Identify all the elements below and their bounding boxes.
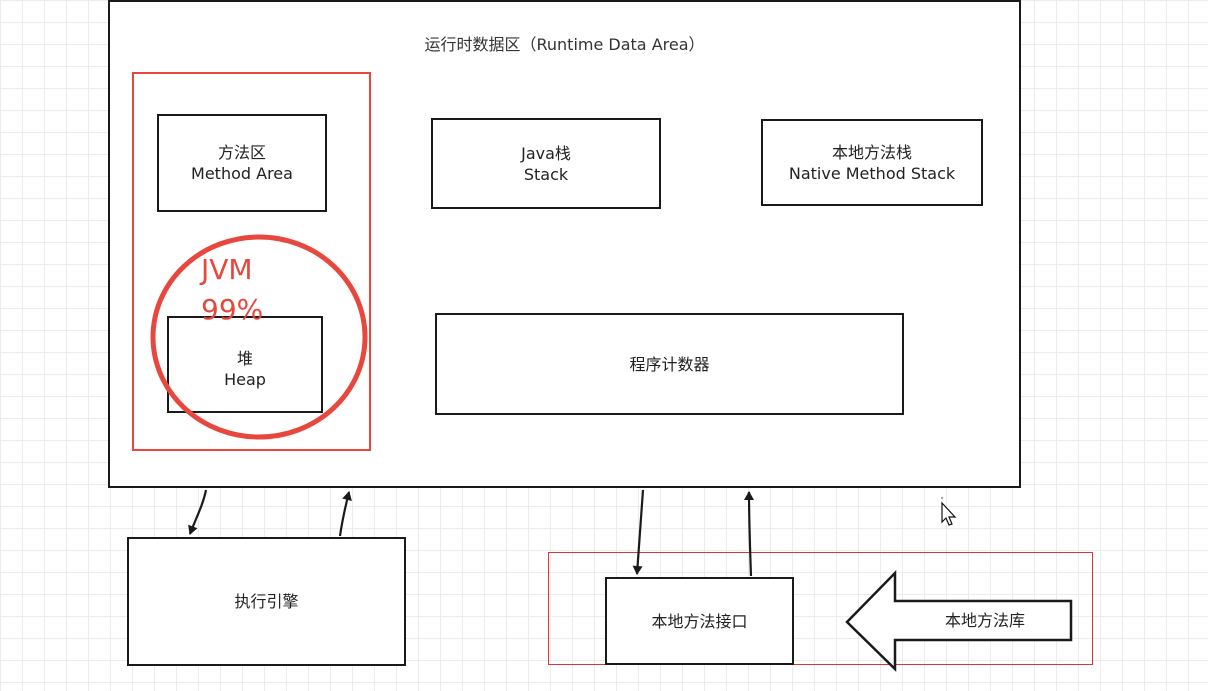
shared-area-highlight (132, 72, 371, 451)
mouse-cursor-icon (941, 497, 957, 526)
java-stack-box: Java栈 Stack (431, 118, 661, 209)
native-interface-box: 本地方法接口 (605, 577, 794, 665)
arrow-to-engine (188, 489, 208, 535)
method-area-label-cn: 方法区 (217, 143, 266, 162)
jvm-annotation-line1: JVM (201, 253, 253, 286)
java-stack-label-en: Stack (523, 164, 569, 184)
jvm-annotation-line2: 99% (201, 293, 264, 326)
runtime-data-area-title: 运行时数据区（Runtime Data Area） (424, 35, 705, 54)
execution-engine-box: 执行引擎 (127, 537, 406, 666)
program-counter-box: 程序计数器 (435, 313, 904, 415)
java-stack-label-cn: Java栈 (521, 143, 571, 163)
native-method-stack-box: 本地方法栈 Native Method Stack (761, 119, 983, 206)
arrow-from-engine (338, 491, 352, 537)
native-interface-label: 本地方法接口 (651, 611, 748, 631)
execution-engine-label: 执行引擎 (234, 592, 299, 611)
native-section-highlight (548, 552, 1093, 665)
native-library-label: 本地方法库 (944, 611, 1025, 630)
native-method-stack-label-cn: 本地方法栈 (831, 142, 912, 162)
native-method-stack-label-en: Native Method Stack (788, 163, 956, 183)
program-counter-label: 程序计数器 (629, 354, 710, 374)
method-area-box: 方法区 Method Area (157, 114, 327, 212)
method-area-label-en: Method Area (191, 164, 293, 183)
